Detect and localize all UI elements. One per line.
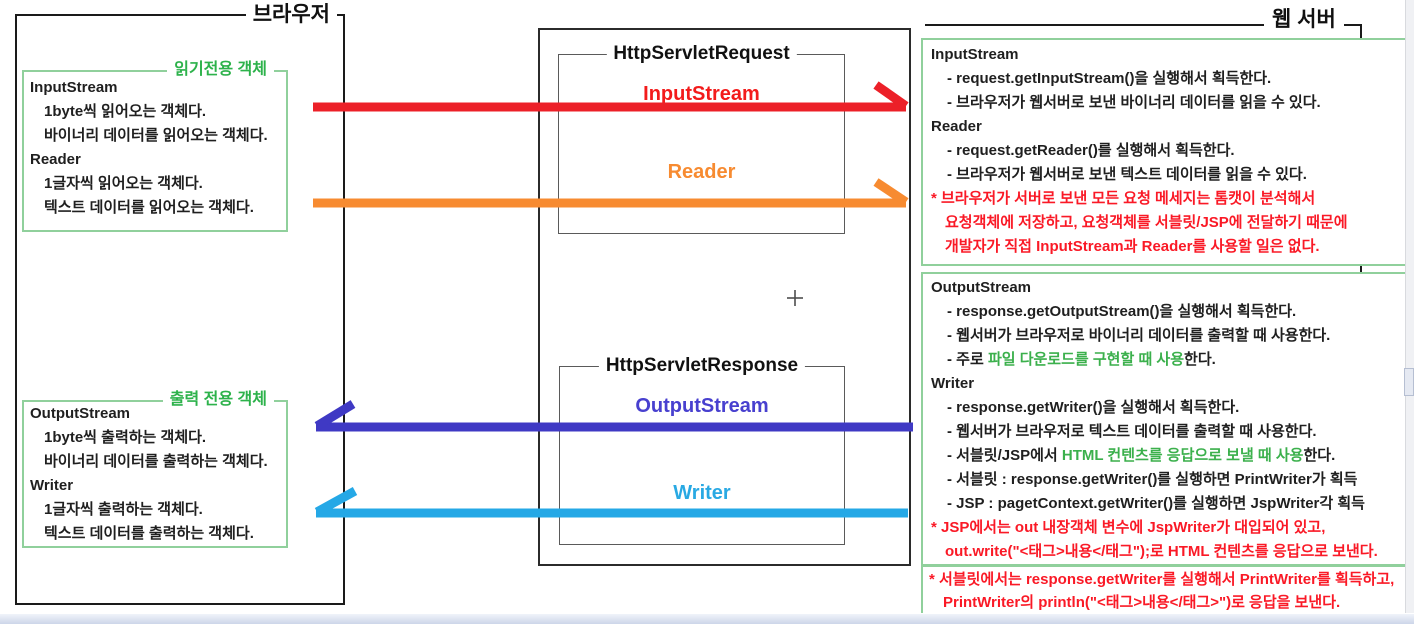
reader-heading: Reader (30, 151, 81, 168)
text-line: 바이너리 데이터를 출력하는 객체다. (44, 453, 268, 470)
text-line: - 주로 파일 다운로드를 구현할 때 사용한다. (931, 348, 1407, 372)
text-line: - 서블릿/JSP에서 HTML 컨텐츠를 응답으로 보낼 때 사용한다. (931, 444, 1407, 468)
text-line: 텍스트 데이터를 읽어오는 객체다. (44, 199, 254, 216)
note-line: * 서블릿에서는 response.getWriter를 실행해서 PrintW… (929, 571, 1395, 588)
text-line: 1글자씩 출력하는 객체다. (44, 501, 203, 518)
outputstream-heading: OutputStream (931, 279, 1032, 296)
outputstream-heading: OutputStream (30, 405, 131, 422)
line-seg: - 서블릿/JSP에서 (947, 447, 1062, 464)
servlet-objects-outer-box (538, 28, 911, 566)
note-line: PrintWriter의 println("<태그>내용</태그>")로 응답을… (943, 594, 1341, 611)
note-line: * 브라우저가 서버로 보낸 모든 요청 메세지는 톰캣이 분석해서 (931, 190, 1316, 207)
read-only-objects-box: 읽기전용 객체 InputStream 1byte씩 읽어오는 객체다. 바이너… (22, 59, 288, 232)
text-line: - response.getWriter()을 실행해서 획득한다. (947, 399, 1240, 416)
text-line: 바이너리 데이터를 읽어오는 객체다. (44, 127, 268, 144)
text-line: 텍스트 데이터를 출력하는 객체다. (44, 525, 254, 542)
browser-box-title: 브라우저 (245, 2, 337, 28)
line-seg: 한다. (1184, 351, 1216, 368)
text-line: - 서블릿 : response.getWriter()를 실행하면 Print… (947, 471, 1358, 488)
inputstream-heading: InputStream (931, 46, 1019, 63)
inputstream-label: InputStream (643, 83, 760, 105)
line-seg-green: HTML 컨텐츠를 응답으로 보낼 때 사용 (1061, 447, 1304, 464)
line-seg-green: 파일 다운로드를 구현할 때 사용 (987, 351, 1185, 368)
note-line: 개발자가 직접 InputStream과 Reader를 사용할 일은 없다. (945, 238, 1320, 255)
httpservletresponse-box: HttpServletResponse OutputStream Writer (559, 354, 845, 545)
inputstream-heading: InputStream (30, 79, 118, 96)
httpservletrequest-title: HttpServletRequest (606, 42, 797, 66)
httpservletresponse-title: HttpServletResponse (598, 354, 806, 378)
text-line: - 브라우저가 웹서버로 보낸 바이너리 데이터를 읽을 수 있다. (947, 94, 1321, 111)
read-only-box-label: 읽기전용 객체 (167, 59, 274, 81)
line-seg: - 주로 (947, 351, 988, 368)
writer-heading: Writer (931, 375, 975, 392)
server-input-reader-box: InputStream - request.getInputStream()을 … (921, 38, 1409, 266)
text-line: 1글자씩 읽어오는 객체다. (44, 175, 203, 192)
server-output-writer-box: OutputStream - response.getOutputStream(… (921, 272, 1409, 566)
scrollbar-thumb[interactable] (1404, 368, 1414, 396)
webserver-title: 웹 서버 (1264, 7, 1344, 33)
outputstream-label: OutputStream (635, 395, 769, 417)
vertical-scrollbar[interactable] (1405, 0, 1414, 613)
server-servlet-note-box: * 서블릿에서는 response.getWriter를 실행해서 PrintW… (921, 565, 1409, 616)
text-line: - 웹서버가 브라우저로 텍스트 데이터를 출력할 때 사용한다. (947, 423, 1317, 440)
write-only-box-label: 출력 전용 객체 (162, 389, 274, 411)
reader-heading: Reader (931, 118, 982, 135)
text-line: - response.getOutputStream()을 실행해서 획득한다. (947, 303, 1297, 320)
text-line: 1byte씩 출력하는 객체다. (44, 429, 207, 446)
line-seg: 한다. (1303, 447, 1336, 464)
write-only-objects-box: 출력 전용 객체 OutputStream 1byte씩 출력하는 객체다. 바… (22, 389, 288, 548)
text-line: - 웹서버가 브라우저로 바이너리 데이터를 출력할 때 사용한다. (947, 327, 1331, 344)
note-line: * JSP에서는 out 내장객체 변수에 JspWriter가 대입되어 있고… (931, 519, 1326, 536)
writer-label: Writer (673, 482, 731, 504)
note-line: 요청객체에 저장하고, 요청객체를 서블릿/JSP에 전달하기 때문에 (945, 214, 1348, 231)
horizontal-scrollbar[interactable] (0, 613, 1414, 624)
text-line: - 브라우저가 웹서버로 보낸 텍스트 데이터를 읽을 수 있다. (947, 166, 1307, 183)
text-line: - request.getReader()를 실행해서 획득한다. (947, 142, 1235, 159)
text-line: - request.getInputStream()을 실행해서 획득한다. (947, 70, 1272, 87)
httpservletrequest-box: HttpServletRequest InputStream Reader (558, 42, 845, 234)
writer-heading: Writer (30, 477, 74, 494)
reader-label: Reader (667, 161, 736, 183)
webserver-frame-top-line (925, 24, 1362, 26)
text-line: 1byte씩 읽어오는 객체다. (44, 103, 207, 120)
browser-box: 브라우저 읽기전용 객체 InputStream 1byte씩 읽어오는 객체다… (15, 2, 345, 605)
text-line: - JSP : pagetContext.getWriter()를 실행하면 J… (947, 495, 1365, 512)
note-line: out.write("<태그>내용</태그");로 HTML 컨텐츠를 응답으로… (945, 543, 1378, 560)
